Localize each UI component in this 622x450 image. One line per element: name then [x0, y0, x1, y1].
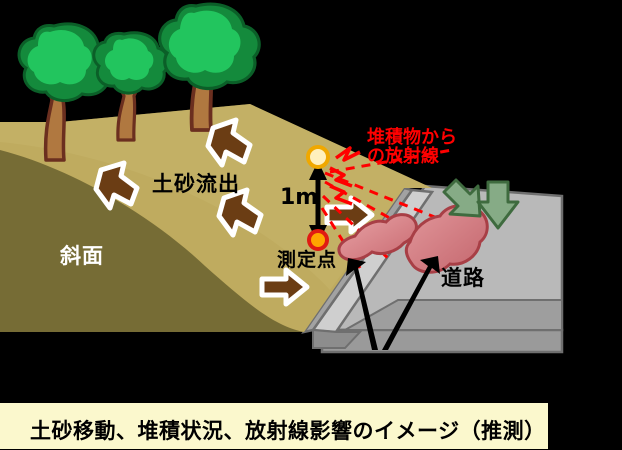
sediment-arrow-1-icon [205, 117, 253, 168]
green-arrow-left-icon [442, 178, 482, 218]
radiation-zigzags [329, 146, 361, 206]
measurement-group [306, 145, 330, 251]
sediment-arrow-2-icon [93, 160, 140, 211]
zigzag-1 [329, 166, 353, 188]
zigzag-3 [334, 146, 361, 162]
air-dose-point-icon [306, 145, 330, 169]
tree-right [158, 2, 261, 132]
measurement-point-icon [307, 229, 329, 251]
pointer-arrow-left-icon [346, 258, 378, 350]
sediment-pile-center-road [404, 203, 489, 274]
tree-foliage-light [27, 29, 92, 85]
ray-5 [329, 148, 453, 174]
deposit-pointer-arrows [346, 256, 440, 350]
sediment-flow-arrows [93, 117, 375, 307]
ray-4 [320, 207, 362, 269]
tree-foliage-light [168, 10, 241, 73]
sediment-deposits [337, 203, 489, 274]
sediment-arrow-3-icon [216, 187, 264, 238]
sediment-arrow-5-icon [259, 267, 310, 307]
green-arrow-right-icon [476, 180, 520, 230]
zigzag-2 [329, 184, 353, 206]
caption-box: 土砂移動、堆積状況、放射線影響のイメージ（推測） [0, 403, 548, 449]
slope-side-face [0, 150, 304, 332]
tree-foliage-light [104, 38, 154, 81]
sediment-pile-near-gutter [337, 213, 418, 262]
measurement-arrowhead-up [309, 161, 327, 180]
road-gutter-step [312, 328, 363, 349]
pointer-arrow-right-icon [382, 256, 440, 350]
road-direction-arrows [442, 178, 520, 230]
caption-text: 土砂移動、堆積状況、放射線影響のイメージ（推測） [30, 419, 546, 443]
tree-middle [92, 31, 170, 142]
